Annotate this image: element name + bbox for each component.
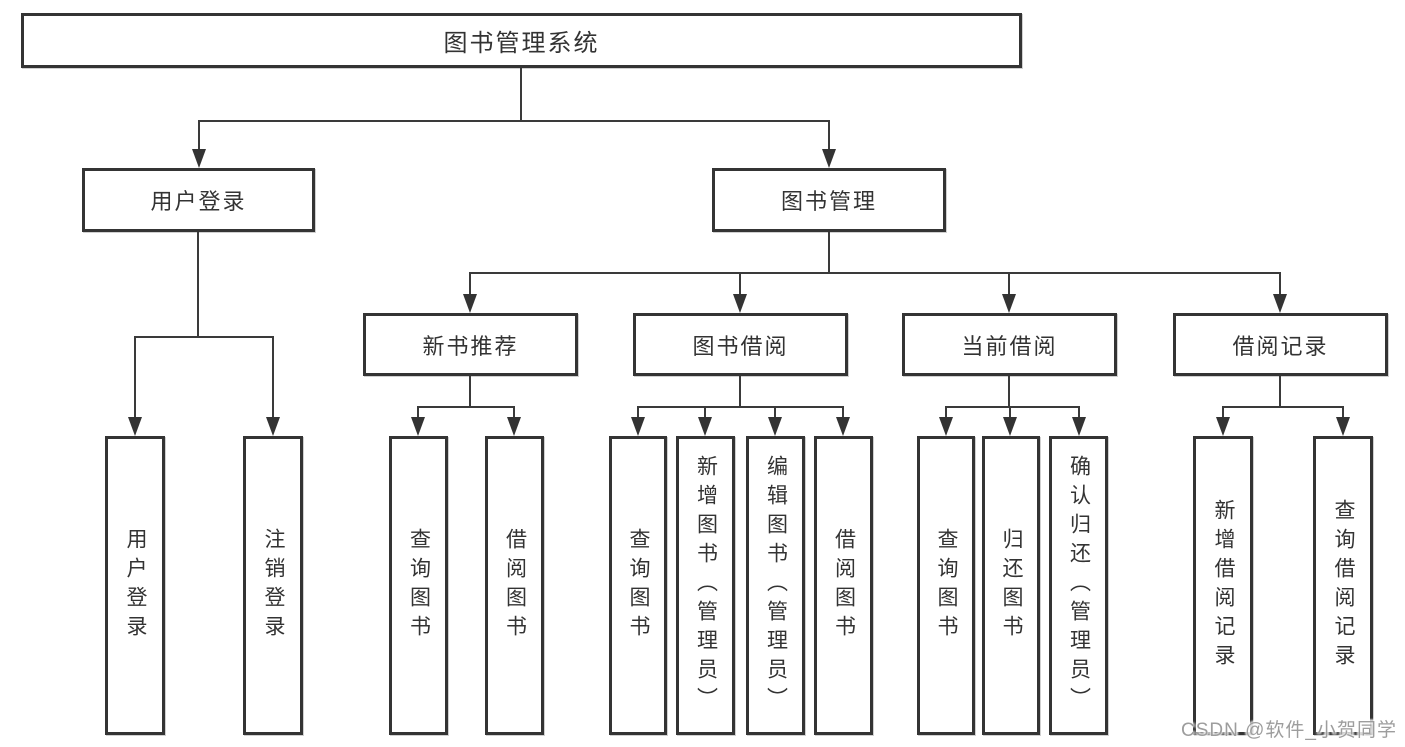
- arrow-down-icon: [939, 417, 953, 436]
- node-borrow-records-label: 借阅记录: [1232, 333, 1329, 359]
- connector-line: [1009, 406, 1011, 419]
- connector-line: [1342, 406, 1344, 419]
- connector-line: [417, 406, 419, 419]
- node-leaf-bb-add-books-admin-label: 新增图书（管理员）: [694, 455, 718, 716]
- arrow-down-icon: [1336, 417, 1350, 436]
- node-library-management-system-label: 图书管理系统: [443, 30, 600, 57]
- connector-line: [637, 406, 843, 408]
- node-leaf-bb-borrow-books: 借阅图书: [814, 436, 873, 735]
- node-leaf-bb-edit-books-admin: 编辑图书（管理员）: [746, 436, 805, 735]
- node-current-borrow-label: 当前借阅: [961, 333, 1058, 359]
- arrow-down-icon: [631, 417, 645, 436]
- node-new-book-recommend-label: 新书推荐: [422, 333, 519, 359]
- node-leaf-br-add-record-label: 新增借阅记录: [1212, 498, 1235, 673]
- connector-line: [1279, 272, 1281, 298]
- arrow-down-icon: [1216, 417, 1230, 436]
- arrow-down-icon: [836, 417, 850, 436]
- node-leaf-br-query-record: 查询借阅记录: [1313, 436, 1373, 735]
- connector-line: [469, 272, 1281, 274]
- arrow-down-icon: [192, 149, 206, 168]
- node-leaf-nb-query-books: 查询图书: [389, 436, 448, 735]
- arrow-down-icon: [411, 417, 425, 436]
- connector-line: [842, 406, 844, 419]
- arrow-down-icon: [1273, 294, 1287, 313]
- connector-line: [417, 406, 515, 408]
- connector-line: [945, 406, 1079, 408]
- node-leaf-user-login: 用户登录: [105, 436, 165, 735]
- connector-line: [134, 336, 136, 420]
- node-leaf-br-add-record: 新增借阅记录: [1193, 436, 1253, 735]
- node-leaf-cb-return-books: 归还图书: [982, 436, 1040, 735]
- arrow-down-icon: [266, 417, 280, 436]
- node-leaf-logout-label: 注销登录: [262, 527, 285, 644]
- node-new-book-recommend: 新书推荐: [363, 313, 578, 376]
- node-leaf-bb-query-books: 查询图书: [609, 436, 667, 735]
- node-leaf-cb-confirm-return-admin-label: 确认归还（管理员）: [1067, 455, 1091, 716]
- node-leaf-cb-return-books-label: 归还图书: [1000, 527, 1023, 644]
- connector-line: [1078, 406, 1080, 419]
- connector-line: [637, 406, 639, 419]
- arrow-down-icon: [1072, 417, 1086, 436]
- connector-line: [198, 120, 830, 122]
- node-book-borrow-label: 图书借阅: [692, 333, 789, 359]
- connector-line: [945, 406, 947, 419]
- connector-line: [1008, 272, 1010, 298]
- connector-line: [739, 376, 741, 406]
- arrow-down-icon: [128, 417, 142, 436]
- arrow-down-icon: [1003, 417, 1017, 436]
- connector-line: [828, 120, 830, 153]
- connector-line: [1222, 406, 1343, 408]
- node-leaf-nb-query-books-label: 查询图书: [407, 527, 431, 644]
- connector-line: [469, 272, 471, 298]
- connector-line: [134, 336, 274, 338]
- node-book-borrow: 图书借阅: [633, 313, 848, 376]
- node-user-login: 用户登录: [82, 168, 315, 232]
- arrow-down-icon: [698, 417, 712, 436]
- node-leaf-nb-borrow-books-label: 借阅图书: [503, 527, 527, 644]
- connector-line: [198, 120, 200, 153]
- node-leaf-bb-query-books-label: 查询图书: [627, 527, 650, 644]
- node-current-borrow: 当前借阅: [902, 313, 1117, 376]
- arrow-down-icon: [463, 294, 477, 313]
- node-user-login-label: 用户登录: [150, 189, 247, 214]
- connector-line: [469, 376, 471, 406]
- node-leaf-cb-query-books-label: 查询图书: [935, 527, 958, 644]
- arrow-down-icon: [822, 149, 836, 168]
- connector-line: [1008, 376, 1010, 406]
- connector-line: [520, 68, 522, 121]
- connector-line: [704, 406, 706, 419]
- node-leaf-nb-borrow-books: 借阅图书: [485, 436, 544, 735]
- connector-line: [1279, 376, 1281, 406]
- node-leaf-user-login-label: 用户登录: [124, 527, 147, 644]
- node-leaf-logout: 注销登录: [243, 436, 303, 735]
- node-leaf-bb-borrow-books-label: 借阅图书: [832, 527, 856, 644]
- node-borrow-records: 借阅记录: [1173, 313, 1388, 376]
- connector-line: [739, 272, 741, 298]
- arrow-down-icon: [507, 417, 521, 436]
- arrow-down-icon: [1002, 294, 1016, 313]
- connector-line: [774, 406, 776, 419]
- connector-line: [272, 336, 274, 420]
- connector-line: [197, 232, 199, 336]
- node-book-management-label: 图书管理: [780, 189, 877, 214]
- node-leaf-cb-query-books: 查询图书: [917, 436, 975, 735]
- node-leaf-bb-edit-books-admin-label: 编辑图书（管理员）: [764, 455, 788, 716]
- node-book-management: 图书管理: [712, 168, 946, 232]
- connector-line: [513, 406, 515, 419]
- arrow-down-icon: [768, 417, 782, 436]
- csdn-watermark: CSDN @软件_小贺同学: [1181, 720, 1397, 741]
- arrow-down-icon: [733, 294, 747, 313]
- node-leaf-bb-add-books-admin: 新增图书（管理员）: [676, 436, 735, 735]
- connector-line: [828, 232, 830, 274]
- node-library-management-system: 图书管理系统: [21, 13, 1022, 68]
- node-leaf-br-query-record-label: 查询借阅记录: [1332, 498, 1355, 673]
- connector-line: [1222, 406, 1224, 419]
- node-leaf-cb-confirm-return-admin: 确认归还（管理员）: [1049, 436, 1108, 735]
